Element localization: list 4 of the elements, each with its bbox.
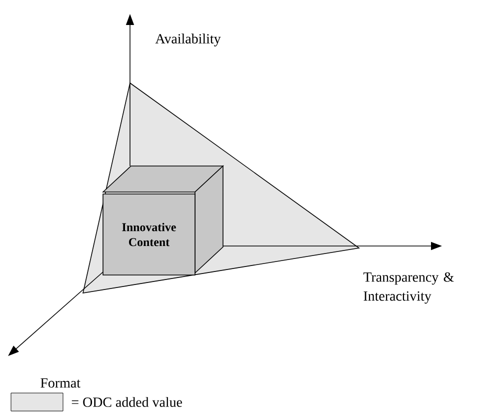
axis-label: Availability: [155, 34, 221, 46]
axis-label: Transparency & Interactivity: [363, 272, 454, 304]
axis-label: Format: [40, 378, 80, 388]
legend-text: = ODC added value: [72, 397, 182, 407]
